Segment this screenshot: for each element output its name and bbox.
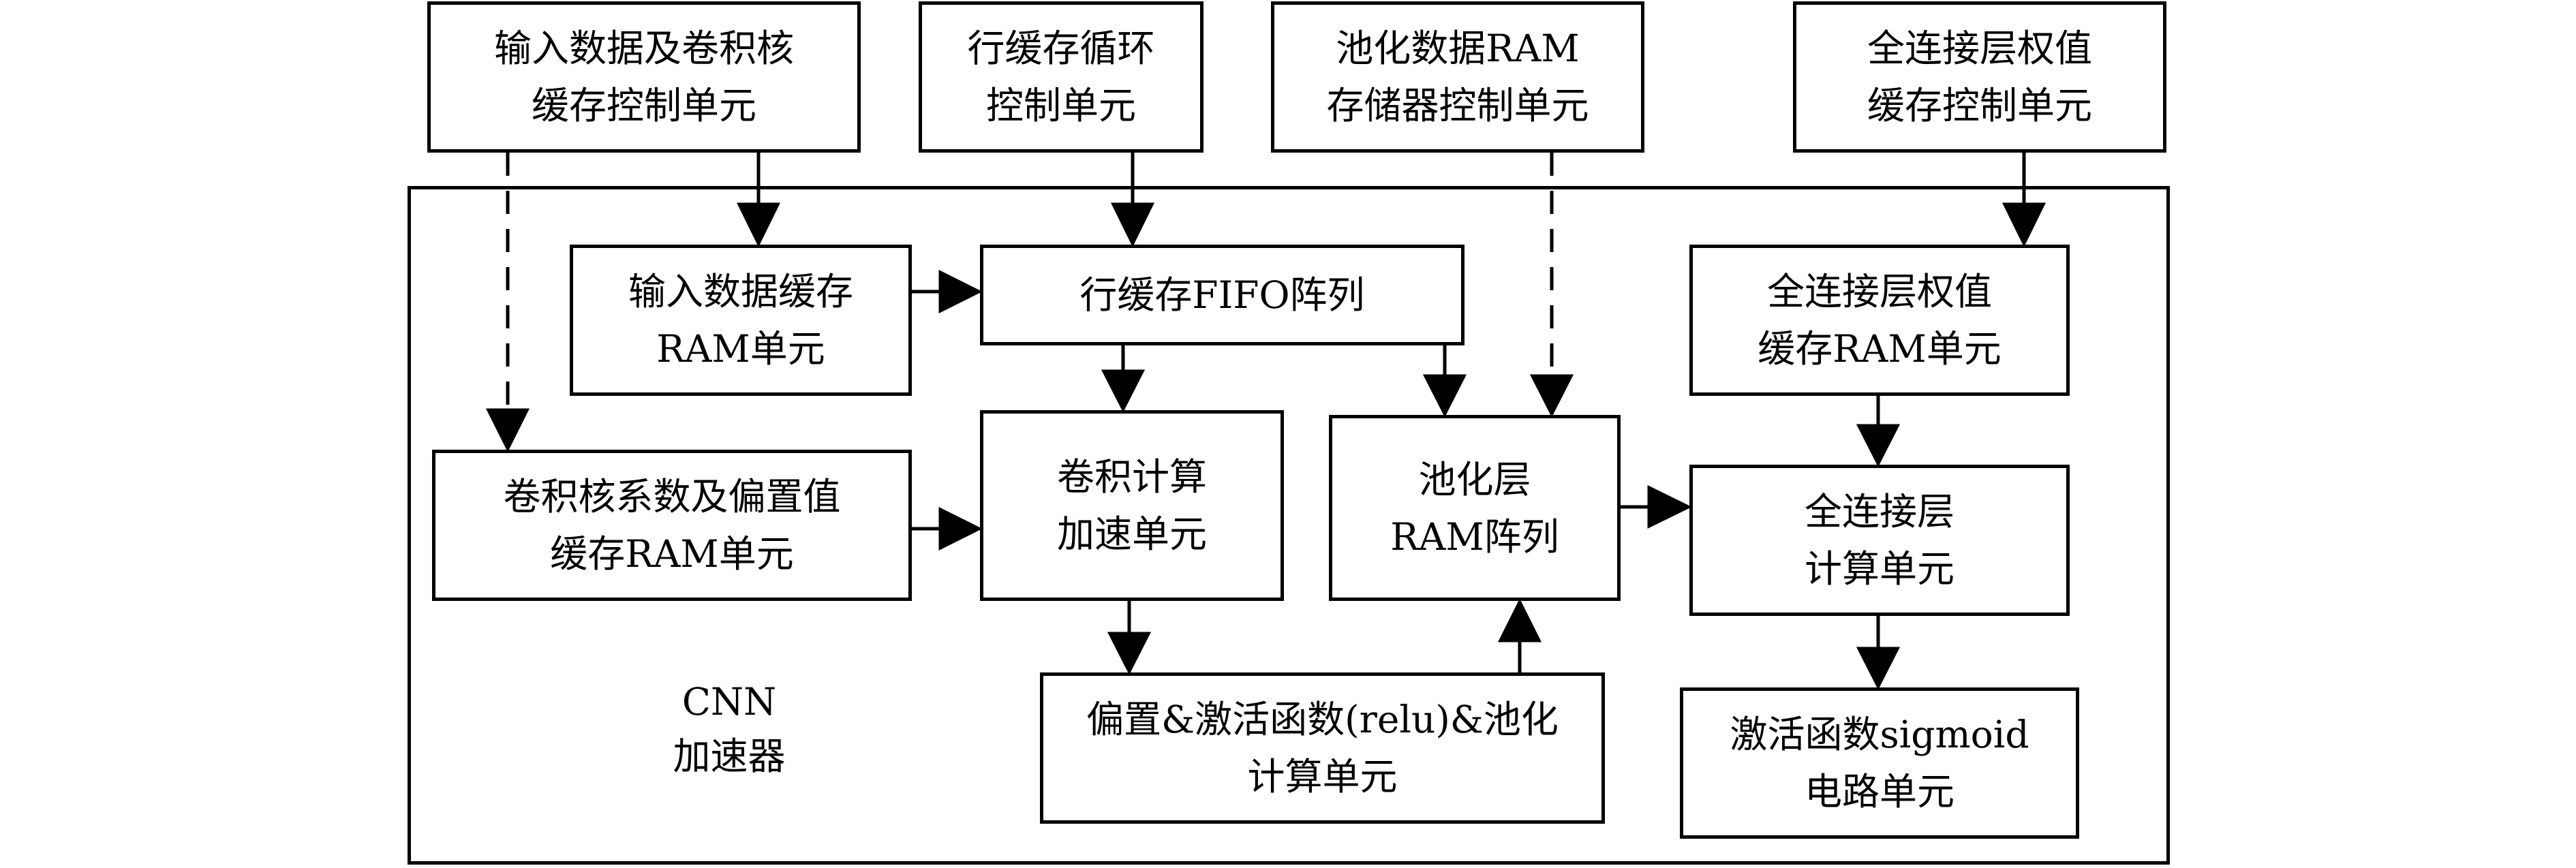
fifo-array-line-1: 行缓存FIFO阵列 bbox=[1079, 273, 1365, 317]
fc-ctrl-unit: 全连接层权值 缓存控制单元 bbox=[1793, 1, 2166, 153]
conv-accel-unit: 卷积计算 加速单元 bbox=[980, 410, 1284, 601]
arrowhead-pool-ram-from-ctrl bbox=[1529, 374, 1574, 418]
fc-ctrl-line-1: 全连接层权值 bbox=[1867, 27, 2092, 70]
fc-calc-line-2: 计算单元 bbox=[1804, 547, 1954, 591]
pool-ctrl-line-2: 存储器控制单元 bbox=[1326, 84, 1589, 127]
line-ctrl-line-1: 行缓存循环 bbox=[967, 27, 1155, 70]
kernel-ram-unit: 卷积核系数及偏置值 缓存RAM单元 bbox=[432, 450, 912, 601]
kernel-ram-line-1: 卷积核系数及偏置值 bbox=[503, 475, 841, 518]
pool-ctrl-line-1: 池化数据RAM bbox=[1336, 27, 1580, 70]
pool-ctrl-unit: 池化数据RAM 存储器控制单元 bbox=[1271, 1, 1644, 153]
line-ctrl-unit: 行缓存循环 控制单元 bbox=[919, 1, 1203, 153]
arrowhead-bias-act bbox=[1107, 632, 1152, 675]
arrowhead-kernel-ram bbox=[485, 408, 530, 452]
input-ctrl-line-1: 输入数据及卷积核 bbox=[493, 27, 794, 70]
conv-accel-line-1: 卷积计算 bbox=[1056, 455, 1207, 499]
fc-weight-ram-line-2: 缓存RAM单元 bbox=[1758, 327, 2002, 371]
input-ctrl-unit: 输入数据及卷积核 缓存控制单元 bbox=[427, 1, 861, 153]
arrowhead-input-ram bbox=[736, 202, 781, 247]
sigmoid-line-2: 电路单元 bbox=[1804, 770, 1954, 813]
input-ram-line-1: 输入数据缓存 bbox=[628, 270, 853, 313]
fc-weight-ram-unit: 全连接层权值 缓存RAM单元 bbox=[1689, 245, 2070, 396]
arrowhead-fc-calc-top bbox=[1856, 424, 1901, 467]
cnn-accelerator-label-line-2: 加速器 bbox=[673, 734, 786, 778]
fifo-array-unit: 行缓存FIFO阵列 bbox=[980, 245, 1465, 345]
arrowhead-sigmoid bbox=[1856, 647, 1901, 690]
sigmoid-line-1: 激活函数sigmoid bbox=[1730, 713, 2029, 756]
arrowhead-fifo-left bbox=[938, 269, 983, 314]
arrowhead-pool-ram-bottom bbox=[1497, 598, 1542, 642]
fc-ctrl-line-2: 缓存控制单元 bbox=[1867, 84, 2092, 127]
cnn-accelerator-frame bbox=[408, 186, 2170, 865]
arrowhead-conv-top bbox=[1101, 369, 1146, 413]
arrowhead-fc-calc-left bbox=[1647, 484, 1692, 529]
fc-calc-unit: 全连接层 计算单元 bbox=[1689, 465, 2070, 616]
cnn-accelerator-label: CNN 加速器 bbox=[654, 675, 804, 784]
input-ram-unit: 输入数据缓存 RAM单元 bbox=[570, 245, 912, 396]
arrowhead-fifo bbox=[1110, 202, 1155, 247]
arrowhead-fc-weight-ram bbox=[2002, 202, 2046, 247]
bias-activation-pool-line-1: 偏置&激活函数(relu)&池化 bbox=[1086, 698, 1559, 741]
pool-ram-array-line-2: RAM阵列 bbox=[1390, 514, 1559, 559]
input-ram-line-2: RAM单元 bbox=[656, 327, 825, 371]
pool-ram-array-unit: 池化层 RAM阵列 bbox=[1329, 415, 1621, 601]
cnn-accelerator-label-line-1: CNN bbox=[681, 680, 777, 724]
fc-weight-ram-line-1: 全连接层权值 bbox=[1766, 270, 1992, 313]
arrowhead-pool-ram-top bbox=[1422, 374, 1467, 418]
pool-ram-array-line-1: 池化层 bbox=[1418, 457, 1531, 501]
conv-accel-line-2: 加速单元 bbox=[1056, 512, 1207, 556]
arrowhead-conv-left bbox=[938, 506, 983, 551]
kernel-ram-line-2: 缓存RAM单元 bbox=[550, 532, 794, 576]
fc-calc-line-1: 全连接层 bbox=[1804, 490, 1954, 533]
sigmoid-unit: 激活函数sigmoid 电路单元 bbox=[1680, 687, 2079, 839]
line-ctrl-line-2: 控制单元 bbox=[985, 84, 1136, 127]
input-ctrl-line-2: 缓存控制单元 bbox=[531, 84, 756, 127]
bias-activation-pool-line-2: 计算单元 bbox=[1247, 755, 1398, 799]
bias-activation-pool-unit: 偏置&激活函数(relu)&池化 计算单元 bbox=[1040, 672, 1605, 824]
